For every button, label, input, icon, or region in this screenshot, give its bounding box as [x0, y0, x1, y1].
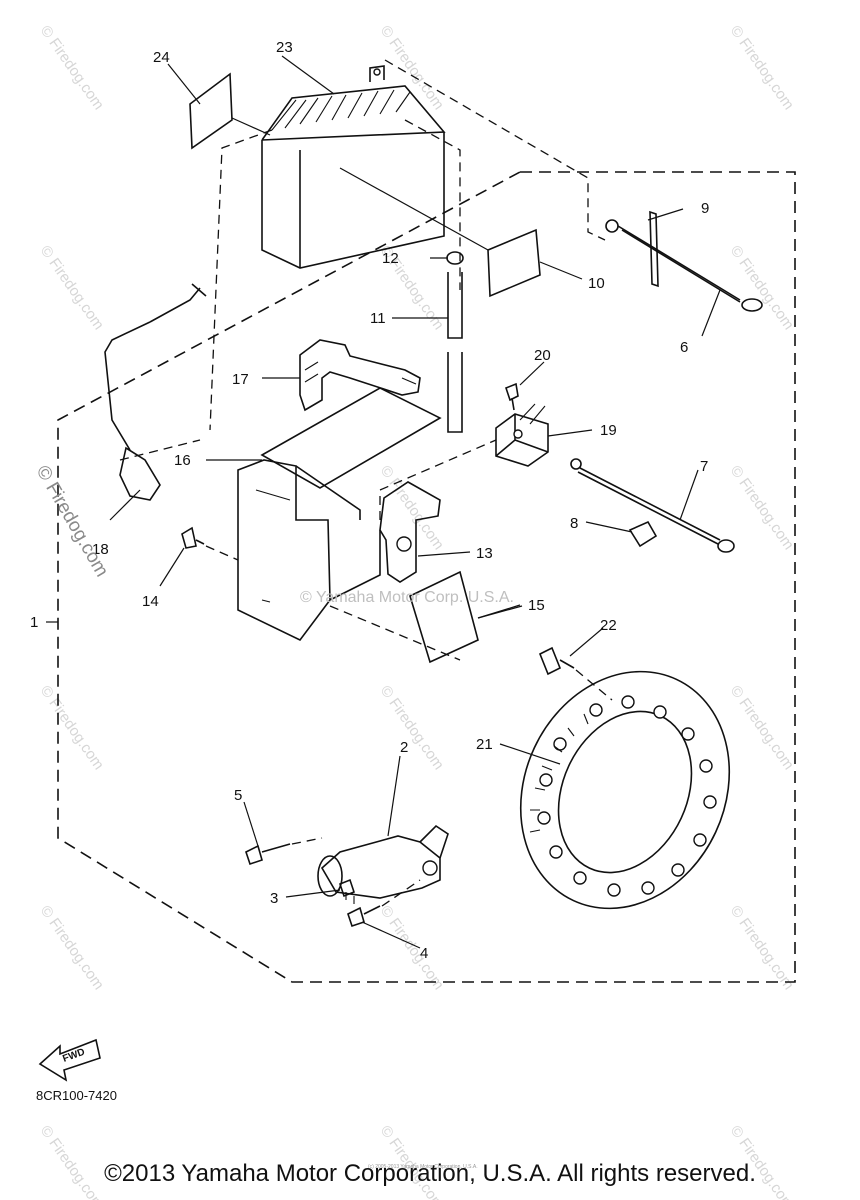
callout-15: 15	[528, 597, 545, 614]
breather-pipe	[447, 272, 463, 339]
inline-watermark: © Yamaha Motor Corp. U.S.A.	[300, 589, 514, 606]
callout-10: 10	[588, 275, 605, 292]
callout-5: 5	[234, 787, 242, 804]
fwd-arrow-icon: FWD	[38, 1038, 101, 1082]
tiny-notice: (c) 2005-2013 Yamaha Motor Corporation, …	[368, 1164, 478, 1170]
callout-1: 1	[30, 614, 38, 631]
fwd-label: FWD	[61, 1047, 86, 1065]
watermark-tile: © Firedog.com	[37, 903, 107, 994]
starter-motor	[317, 824, 449, 904]
callout-3: 3	[270, 890, 278, 907]
watermark-tiles: © Firedog.com © Firedog.com © Firedog.co…	[37, 23, 797, 1200]
callout-19: 19	[600, 422, 617, 439]
callout-18: 18	[92, 541, 109, 558]
watermark-tile: © Firedog.com	[37, 683, 107, 774]
tool-holder-sheet	[409, 570, 479, 664]
drawing-code: 8CR100-7420	[36, 1088, 117, 1103]
mount-bolt	[181, 526, 205, 549]
callout-6: 6	[680, 339, 688, 356]
breather-pipe-lower	[447, 352, 463, 433]
side-watermark: © Firedog.com	[32, 462, 113, 581]
callout-16: 16	[174, 452, 191, 469]
relay-bolt	[505, 382, 519, 411]
cable-clamp	[628, 520, 658, 548]
routing-line	[404, 119, 461, 290]
watermark-tile: © Firedog.com	[37, 23, 107, 114]
starter-relay	[495, 403, 549, 467]
watermark-tile: © Firedog.com	[377, 23, 447, 114]
starter-nut	[339, 878, 355, 898]
watermark-tile: © Firedog.com	[37, 243, 107, 334]
routing-line	[209, 129, 273, 431]
starter-clutch-gear	[519, 670, 731, 910]
battery	[261, 65, 446, 269]
starter-cable	[104, 283, 207, 501]
callout-9: 9	[701, 200, 709, 217]
watermark-tile: © Firedog.com	[727, 463, 797, 554]
callout-21: 21	[476, 736, 493, 753]
copyright-footer: ©2013 Yamaha Motor Corporation, U.S.A. A…	[104, 1160, 756, 1187]
callout-17: 17	[232, 371, 249, 388]
watermark-tile: © Firedog.com	[727, 243, 797, 334]
routing-line	[379, 439, 497, 520]
flange-bolt	[538, 646, 575, 676]
starter-bolt-lower	[347, 905, 381, 928]
callout-12: 12	[382, 250, 399, 267]
warning-label	[189, 72, 233, 150]
battery-band	[299, 339, 421, 412]
callout-2: 2	[400, 739, 408, 756]
callout-14: 14	[142, 593, 159, 610]
routing-line	[384, 59, 606, 241]
callout-11: 11	[370, 310, 386, 327]
callout-7: 7	[700, 458, 708, 475]
assembly-outline	[57, 171, 796, 983]
battery-box	[237, 459, 331, 642]
callout-22: 22	[600, 617, 617, 634]
callout-labels: 23 24 9 12 10 11 6 20 17 19 16 7 8 13 18…	[30, 39, 709, 962]
positive-lead	[570, 458, 735, 553]
battery-tray-rubber	[260, 387, 442, 489]
watermark-tile: © Firedog.com	[377, 683, 447, 774]
starter-bolt	[245, 843, 291, 866]
leader-lines	[46, 55, 721, 949]
callout-24: 24	[153, 49, 170, 66]
watermark-tile: © Firedog.com	[727, 23, 797, 114]
routing-line	[329, 605, 461, 661]
callout-8: 8	[570, 515, 578, 532]
watermark-tile: © Firedog.com	[377, 903, 447, 994]
callout-4: 4	[420, 945, 428, 962]
negative-lead	[605, 210, 763, 312]
routing-line	[119, 439, 201, 461]
callout-13: 13	[476, 545, 493, 562]
callout-20: 20	[534, 347, 551, 364]
caution-label	[487, 228, 541, 298]
callout-23: 23	[276, 39, 293, 56]
watermark-tile: © Firedog.com	[727, 683, 797, 774]
watermark-tile: © Firedog.com	[727, 903, 797, 994]
battery-bracket	[379, 481, 441, 583]
